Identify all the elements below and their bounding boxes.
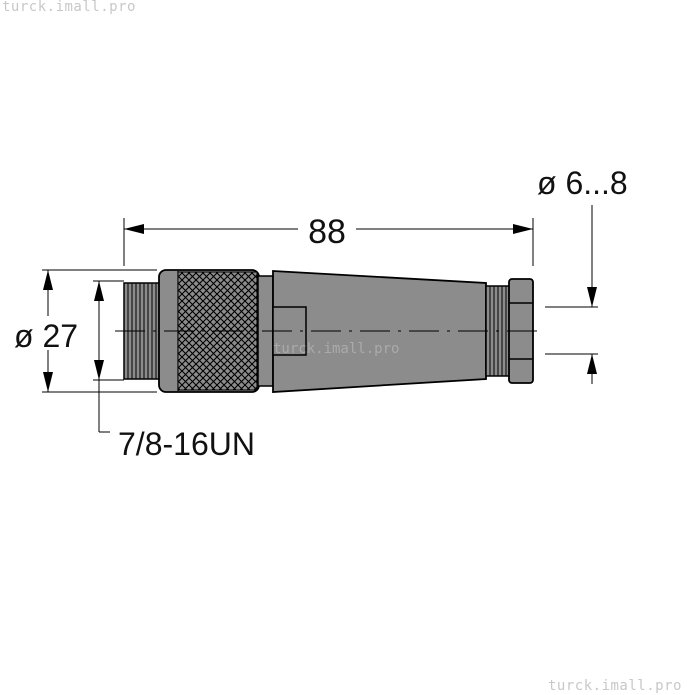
length-dimension: 88 [123, 213, 534, 266]
body-diameter-dimension: ø 27 [14, 269, 157, 393]
cable-diameter-label: ø 6...8 [537, 165, 628, 201]
cable-diameter-dimension: ø 6...8 [537, 165, 628, 384]
thread-label: 7/8-16UN [118, 426, 255, 462]
watermark-bottom: turck.imall.pro [548, 678, 682, 694]
watermark-top: turck.imall.pro [2, 0, 136, 15]
watermark-center: turck.imall.pro [273, 341, 399, 357]
thread-dimension: 7/8-16UN [93, 280, 255, 462]
body-diameter-label: ø 27 [14, 318, 78, 354]
length-label: 88 [308, 213, 346, 251]
